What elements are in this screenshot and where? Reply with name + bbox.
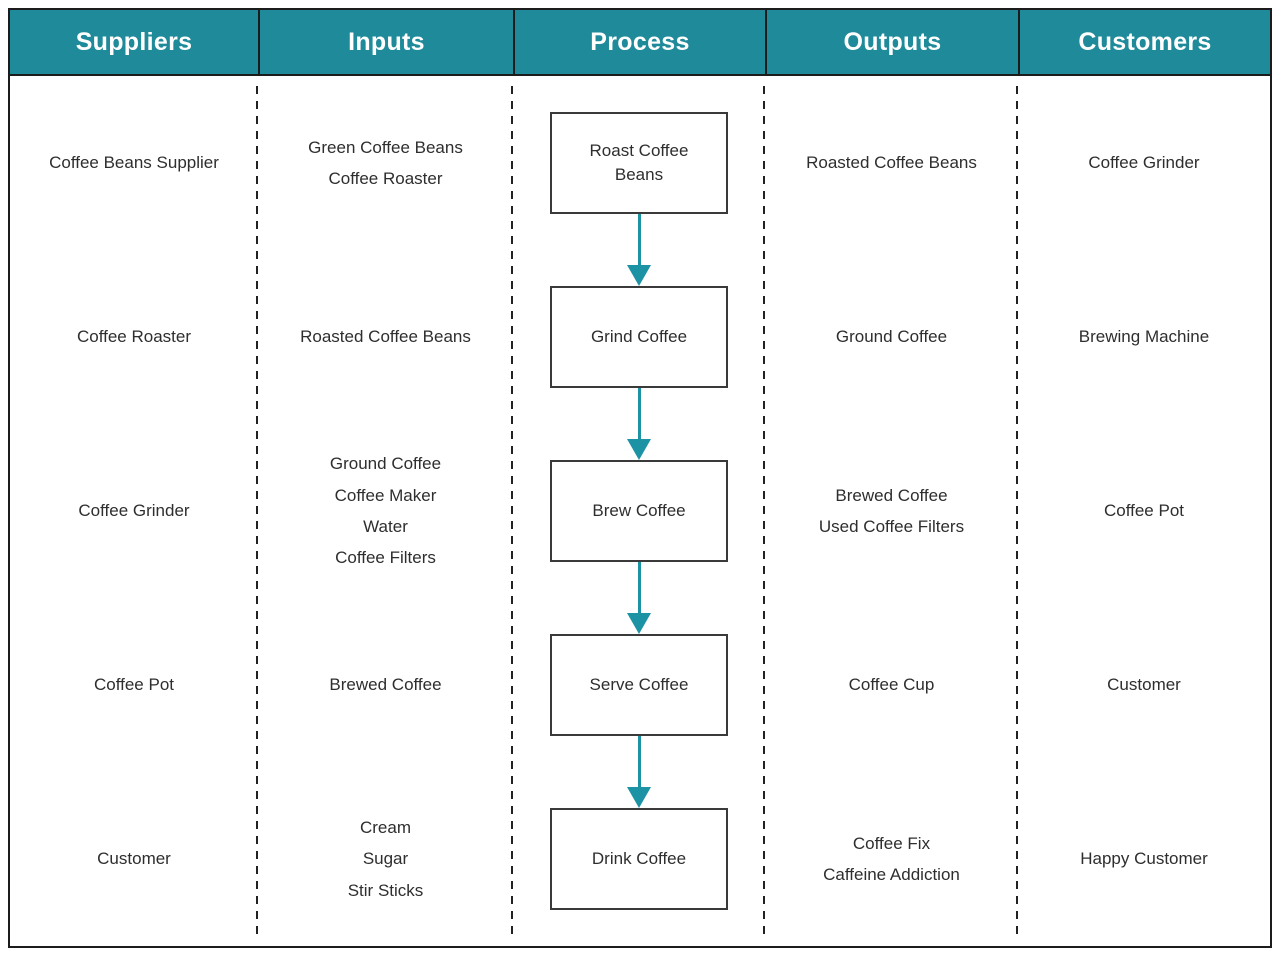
header-process: Process: [513, 10, 765, 74]
outputs-cell: Coffee Cup: [765, 598, 1018, 772]
process-cell: Serve Coffee: [513, 598, 765, 772]
process-box: Drink Coffee: [550, 808, 728, 910]
arrow-stem: [637, 388, 641, 439]
process-cell: Roast Coffee Beans: [513, 76, 765, 250]
column-separator: [763, 86, 765, 934]
flow-arrow-down: [627, 214, 651, 286]
process-box: Serve Coffee: [550, 634, 728, 736]
supplier-cell: Coffee Beans Supplier: [49, 153, 219, 173]
arrow-stem: [637, 214, 641, 265]
list-line: Water: [363, 517, 408, 536]
inputs-cell: Roasted Coffee Beans: [258, 250, 513, 424]
list-line: Coffee Fix: [852, 833, 931, 853]
process-box: Grind Coffee: [550, 286, 728, 388]
inputs-cell: Brewed Coffee: [258, 598, 513, 772]
list-line: Coffee Maker: [334, 485, 437, 505]
arrow-head: [627, 439, 651, 460]
flow-arrow-down: [627, 388, 651, 460]
arrow-head: [627, 613, 651, 634]
sipoc-grid: Coffee Beans Supplier Green Coffee Beans…: [10, 76, 1270, 946]
arrow-head: [627, 265, 651, 286]
header-row: Suppliers Inputs Process Outputs Custome…: [10, 10, 1270, 76]
list-line: Ground Coffee: [329, 454, 442, 474]
flow-arrow-down: [627, 736, 651, 808]
list-line: Coffee Roaster: [328, 169, 443, 188]
list-line: Stir Sticks: [347, 880, 424, 900]
customer-cell: Happy Customer: [1080, 849, 1208, 869]
list-line: Brewed Coffee: [835, 485, 948, 505]
outputs-cell: Roasted Coffee Beans: [765, 76, 1018, 250]
diagram-body: Coffee Beans Supplier Green Coffee Beans…: [10, 76, 1270, 946]
list-line: Roasted Coffee Beans: [806, 153, 977, 173]
list-line: Used Coffee Filters: [818, 517, 965, 536]
customer-cell: Customer: [1107, 675, 1181, 695]
list-line: Coffee Cup: [848, 675, 935, 695]
list-line: Brewed Coffee: [329, 675, 442, 695]
supplier-cell: Customer: [97, 849, 171, 869]
list-line: Coffee Filters: [335, 548, 436, 568]
column-separator: [256, 86, 258, 934]
column-separator: [1016, 86, 1018, 934]
process-box: Roast Coffee Beans: [550, 112, 728, 214]
customer-cell: Coffee Pot: [1103, 501, 1185, 521]
process-cell: Drink Coffee: [513, 772, 765, 946]
list-line: Ground Coffee: [835, 327, 948, 347]
list-line: Green Coffee Beans: [308, 137, 463, 157]
header-suppliers: Suppliers: [75, 27, 193, 56]
process-cell: Brew Coffee: [513, 424, 765, 598]
process-cell: Grind Coffee: [513, 250, 765, 424]
arrow-head: [627, 787, 651, 808]
header-outputs: Outputs: [765, 10, 1018, 74]
arrow-stem: [637, 736, 641, 787]
list-line: Roasted Coffee Beans: [300, 327, 471, 347]
list-line: Sugar: [362, 849, 409, 869]
column-separator: [511, 86, 513, 934]
supplier-cell: Coffee Roaster: [76, 327, 192, 347]
sipoc-diagram: Suppliers Inputs Process Outputs Custome…: [8, 8, 1272, 948]
arrow-stem: [637, 562, 641, 613]
header-customers: Customers: [1018, 10, 1270, 74]
supplier-cell: Coffee Grinder: [78, 501, 190, 521]
customer-cell: Coffee Grinder: [1088, 153, 1200, 173]
process-box: Brew Coffee: [550, 460, 728, 562]
outputs-cell: Ground Coffee: [765, 250, 1018, 424]
header-inputs: Inputs: [258, 10, 513, 74]
list-line: Cream: [359, 817, 411, 837]
list-line: Caffeine Addiction: [823, 865, 960, 884]
supplier-cell: Coffee Pot: [93, 675, 175, 695]
customer-cell: Brewing Machine: [1078, 327, 1210, 347]
flow-arrow-down: [627, 562, 651, 634]
